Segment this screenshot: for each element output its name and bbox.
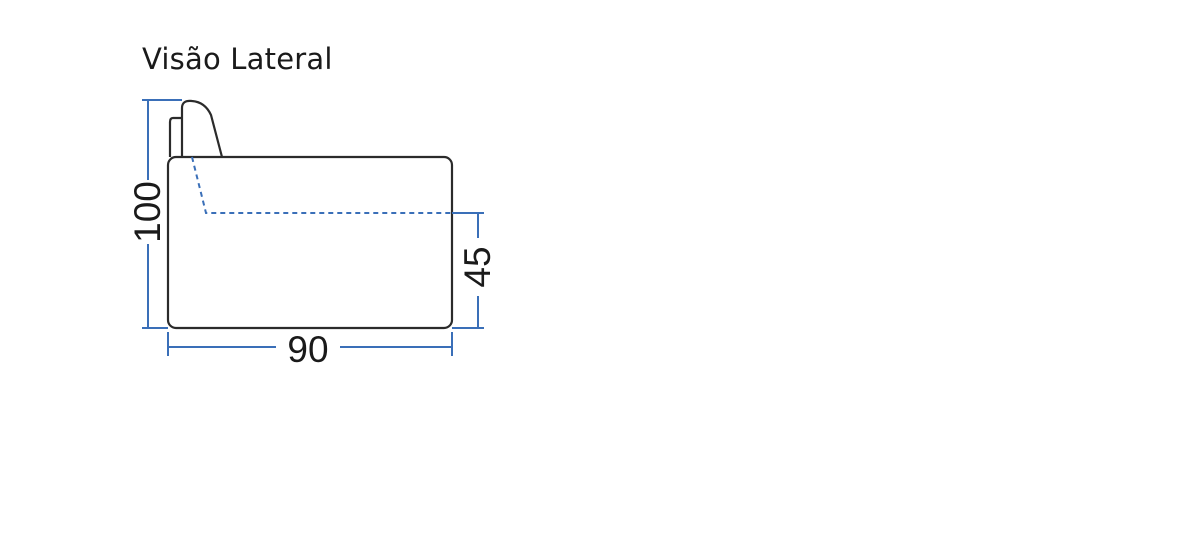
height-dimension (142, 99, 182, 329)
seat-hidden-line (191, 156, 452, 214)
backrest-frame (168, 116, 182, 157)
backrest-cushion (180, 99, 224, 158)
seat-height-dimension (452, 212, 484, 329)
seat-height-label: 45 (457, 246, 498, 287)
sofa-outline (166, 99, 454, 330)
depth-dimension (167, 332, 453, 356)
view-title: Visão Lateral (142, 42, 333, 76)
sofa-body (166, 155, 454, 330)
depth-label: 90 (287, 329, 328, 370)
height-label: 100 (127, 181, 168, 243)
